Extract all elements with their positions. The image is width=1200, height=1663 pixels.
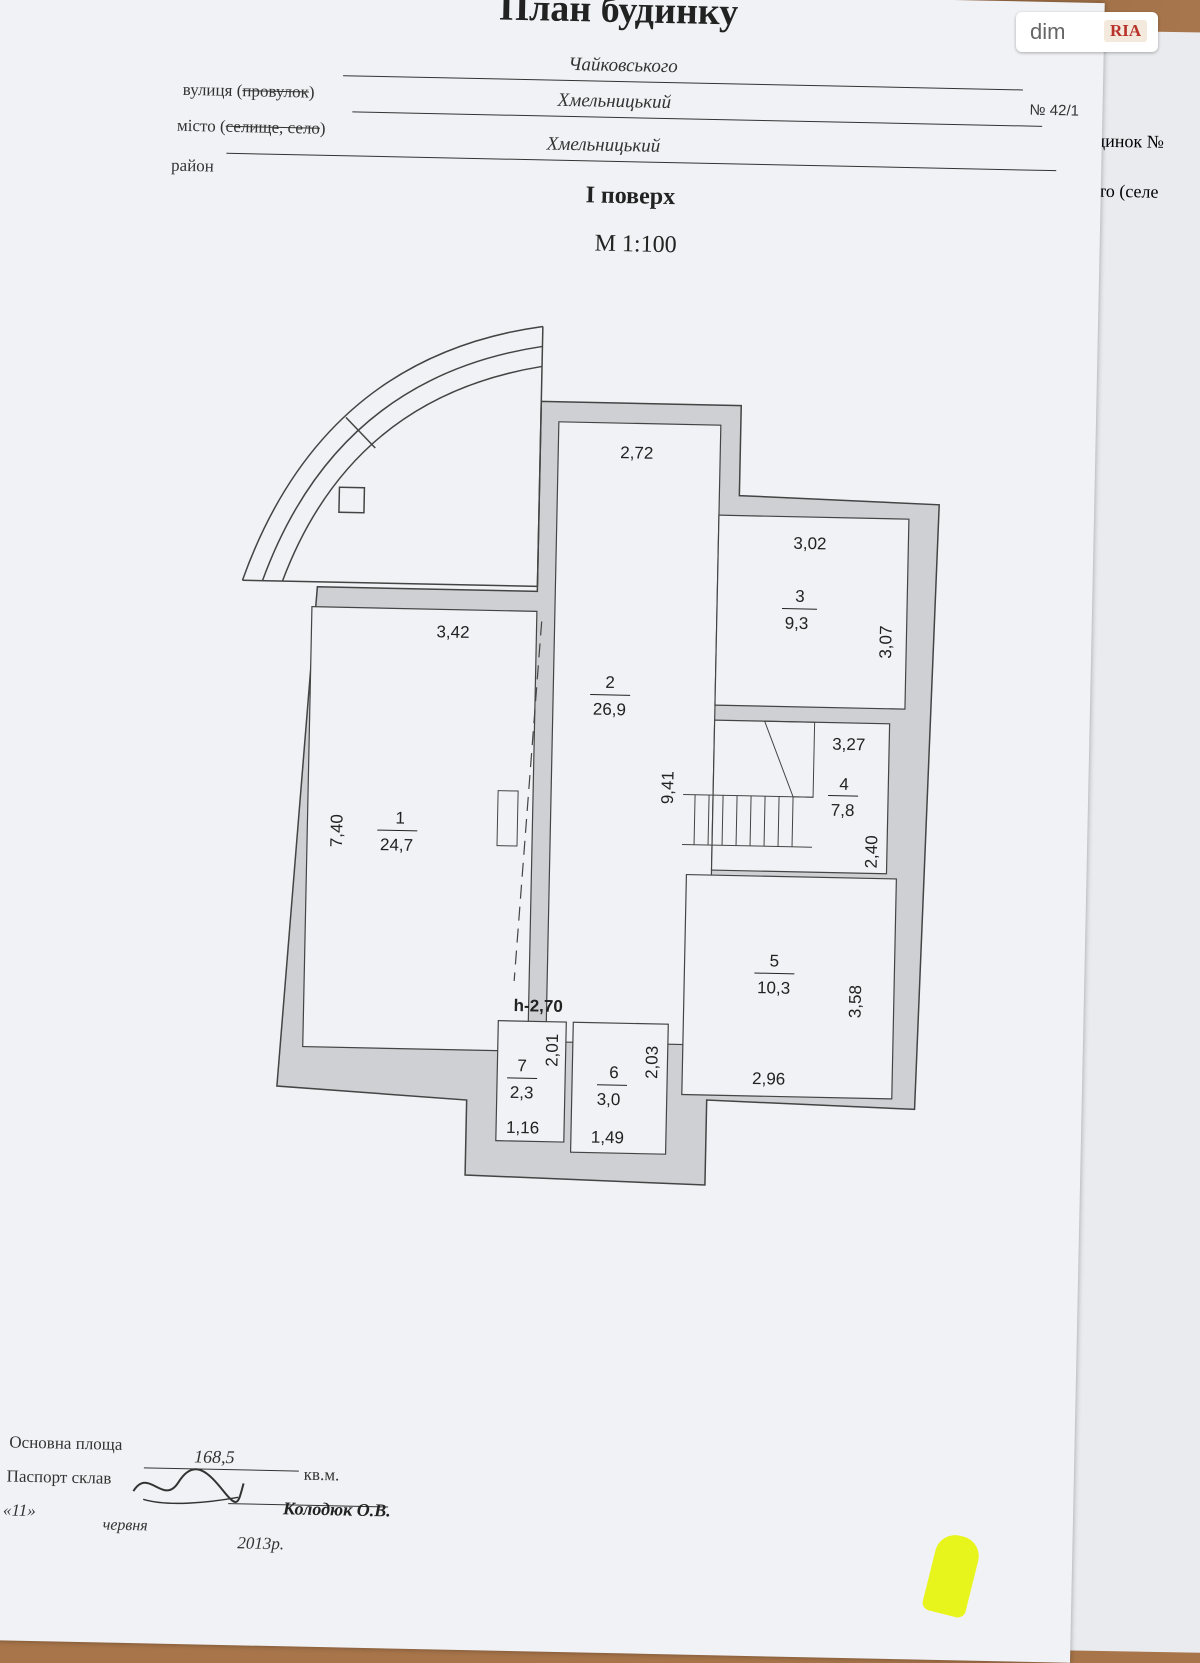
district-label: район (170, 155, 215, 176)
floor-title: І поверх (585, 182, 676, 211)
svg-text:3: 3 (795, 587, 805, 606)
dim-label: 2,96 (752, 1069, 785, 1089)
floor-plan-document: План будинку Чайковського вулиця (провул… (0, 0, 1105, 1663)
watermark-badge: dim RIA (1016, 12, 1158, 52)
dim-label: 1,49 (591, 1128, 624, 1148)
area-unit: кв.м. (303, 1464, 340, 1485)
room-4-label: 4 7,8 (828, 775, 859, 820)
floor-plan-drawing: 2,72 3,02 3,42 3,07 3,27 9,41 7,40 2,40 … (241, 325, 940, 1186)
svg-text:5: 5 (769, 951, 779, 970)
area-label: Основна площа (9, 1432, 123, 1454)
room-6-label: 6 3,0 (596, 1063, 627, 1109)
street-label: вулиця (провулок) (182, 79, 315, 102)
dim-label: 1,16 (506, 1118, 539, 1138)
svg-text:2,3: 2,3 (510, 1083, 534, 1102)
ceiling-height-label: h-2,70 (513, 996, 563, 1016)
dim-label: 2,72 (620, 443, 653, 463)
svg-text:2: 2 (605, 673, 615, 692)
svg-text:7,8: 7,8 (831, 801, 855, 820)
passport-label: Паспорт склав (6, 1466, 112, 1488)
svg-text:4: 4 (839, 775, 849, 794)
room-6-floor (569, 1021, 669, 1155)
scale-label: М 1:100 (594, 230, 677, 259)
svg-text:10,3: 10,3 (757, 978, 790, 998)
signature (132, 1468, 245, 1505)
room-3-label: 3 9,3 (781, 587, 818, 633)
city-value: Хмельницький (557, 89, 672, 114)
date-year: 2013р. (237, 1533, 285, 1554)
room-5-label: 5 10,3 (754, 951, 795, 998)
house-number-text: № 42/1 (1029, 101, 1080, 120)
room-7-label: 7 2,3 (507, 1056, 538, 1102)
svg-text:3,0: 3,0 (596, 1090, 620, 1109)
watermark-logo: RIA (1104, 20, 1148, 42)
terrace-arc (241, 325, 544, 588)
room-5-floor (681, 873, 897, 1100)
dim-label: 3,42 (436, 622, 469, 642)
city-line (352, 111, 1043, 127)
street-line (343, 75, 1023, 91)
dim-label: 3,02 (793, 534, 826, 554)
dim-label: 2,40 (862, 835, 882, 868)
room-3-floor (714, 514, 910, 710)
room-1-floor (302, 606, 538, 1052)
side-page-text-1: динок № (1095, 130, 1165, 152)
svg-text:9,3: 9,3 (785, 614, 809, 633)
staircase (682, 720, 816, 848)
fireplace (496, 790, 519, 847)
dim-label: 2,03 (642, 1046, 662, 1079)
city-label: місто (селище, село) (176, 115, 326, 138)
date-month: червня (102, 1516, 148, 1535)
room-1-label: 1 24,7 (377, 808, 418, 855)
dim-label: 7,40 (327, 814, 347, 847)
room-7-floor (495, 1020, 567, 1143)
svg-text:24,7: 24,7 (380, 835, 413, 855)
dim-label: 3,07 (876, 625, 896, 658)
author-name: Колодюк О.В. (282, 1498, 392, 1521)
street-value: Чайковського (568, 53, 678, 78)
dim-label: 9,41 (658, 771, 678, 804)
svg-text:26,9: 26,9 (593, 700, 626, 720)
dim-label: 3,27 (832, 735, 865, 755)
dim-label: 2,01 (542, 1034, 562, 1067)
district-value: Хмельницький (546, 133, 661, 157)
watermark-brand: dim (1030, 19, 1066, 44)
document-title: План будинку (499, 0, 739, 34)
svg-text:7: 7 (517, 1056, 527, 1075)
room-divider-dashed (513, 621, 543, 982)
dim-label: 3,58 (845, 985, 865, 1018)
svg-text:6: 6 (609, 1063, 619, 1082)
svg-text:1: 1 (395, 808, 405, 827)
room-2-label: 2 26,9 (590, 673, 631, 720)
date-day: «11» (2, 1500, 36, 1521)
